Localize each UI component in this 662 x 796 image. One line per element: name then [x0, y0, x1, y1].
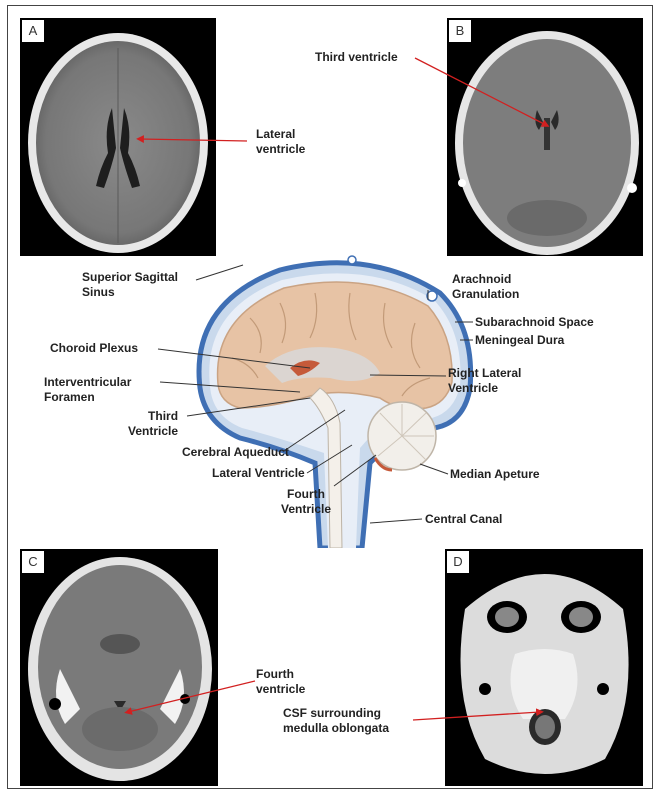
label-central-canal: Central Canal [425, 512, 502, 527]
label-interventricular-foramen: Interventricular Foramen [44, 375, 131, 405]
label-csf-medulla-d: CSF surrounding medulla oblongata [283, 706, 389, 736]
label-fourth-ventricle-c: Fourth ventricle [256, 667, 305, 697]
label-fourth-ventricle: Fourth Ventricle [281, 487, 331, 517]
label-median-apeture: Median Apeture [450, 467, 540, 482]
label-subarachnoid-space: Subarachnoid Space [475, 315, 594, 330]
ct-scan-d-image [445, 549, 643, 786]
label-cerebral-aqueduct: Cerebral Aqueduct [182, 445, 289, 460]
ct-panel-a: A [20, 18, 216, 256]
ct-panel-c: C [20, 549, 218, 786]
panel-letter-b: B [449, 20, 471, 42]
ct-scan-b-image [447, 18, 643, 256]
ct-panel-b: B [447, 18, 643, 256]
label-third-ventricle: Third Ventricle [128, 409, 178, 439]
panel-letter-c: C [22, 551, 44, 573]
label-meningeal-dura: Meningeal Dura [475, 333, 564, 348]
label-arachnoid-granulation: Arachnoid Granulation [452, 272, 519, 302]
label-lateral-ventricle: Lateral Ventricle [212, 466, 305, 481]
label-choroid-plexus: Choroid Plexus [50, 341, 138, 356]
panel-letter-d: D [447, 551, 469, 573]
ct-scan-a-image [20, 18, 216, 256]
ct-panel-d: D [445, 549, 643, 786]
label-right-lateral-ventricle: Right Lateral Ventricle [448, 366, 521, 396]
label-third-ventricle-b: Third ventricle [315, 50, 398, 65]
ct-scan-c-image [20, 549, 218, 786]
label-lateral-ventricle-a: Lateral ventricle [256, 127, 305, 157]
label-superior-sagittal-sinus: Superior Sagittal Sinus [82, 270, 178, 300]
panel-letter-a: A [22, 20, 44, 42]
